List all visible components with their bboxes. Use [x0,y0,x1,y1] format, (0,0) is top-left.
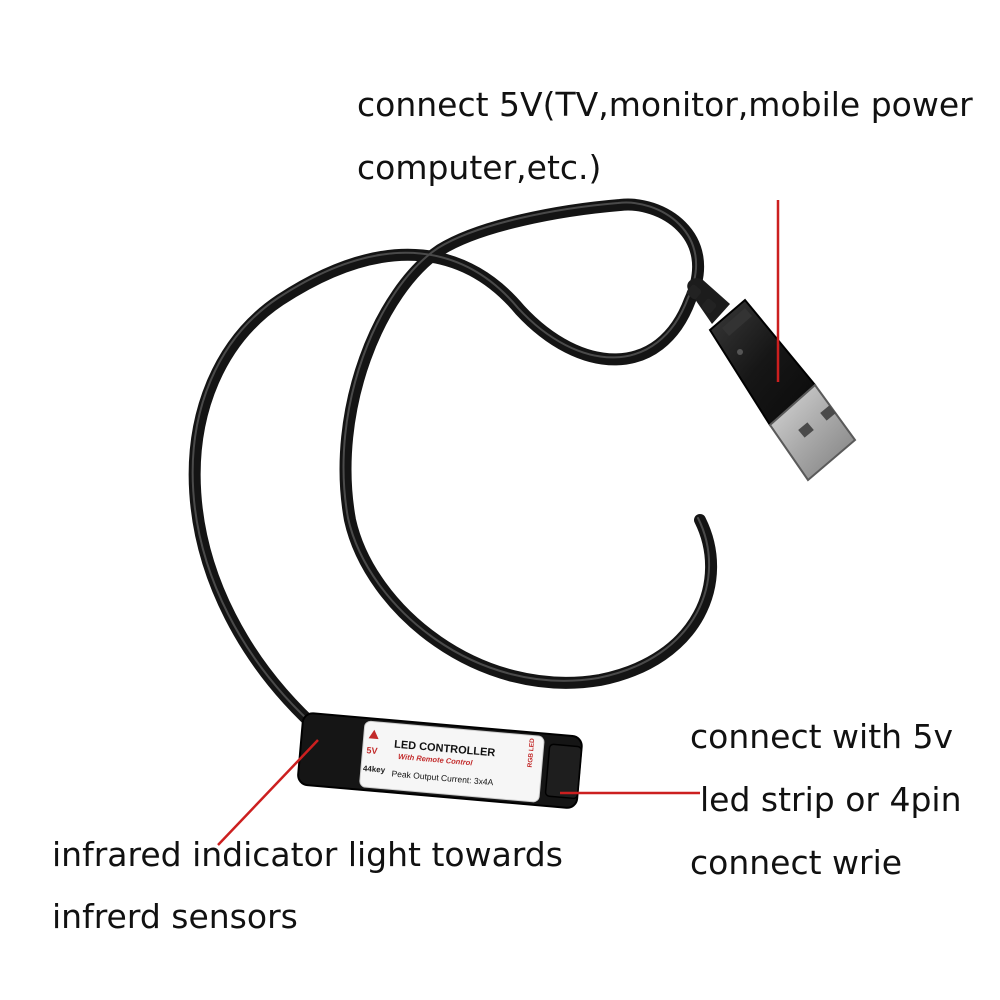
usb-cable [188,198,718,739]
strip-annotation-line-3: connect wrie [690,843,903,882]
ir-annotation-line-2: infrerd sensors [52,897,298,936]
usb-metal-connector [768,383,857,482]
controller-voltage: 5V [366,745,378,756]
controller-keys: 44key [363,764,386,775]
warning-icon [368,729,379,740]
controller-port [544,743,583,800]
led-controller: 5V 44key LED CONTROLLER With Remote Cont… [297,712,583,809]
controller-label-sticker [359,720,545,803]
strip-annotation-line-2: led strip or 4pin [700,780,962,819]
usb-plug [686,278,857,482]
ir-annotation-line-1: infrared indicator light towards [52,835,563,874]
strip-annotation-line-1: connect with 5v [690,717,954,756]
cable-highlight [191,201,711,732]
usb-annotation-line-1: connect 5V(TV,monitor,mobile power [357,85,973,124]
controller-port-label: RGB LED [527,738,537,768]
ir-pointer-line [217,739,319,846]
usb-annotation-line-2: computer,etc.) [357,148,602,187]
